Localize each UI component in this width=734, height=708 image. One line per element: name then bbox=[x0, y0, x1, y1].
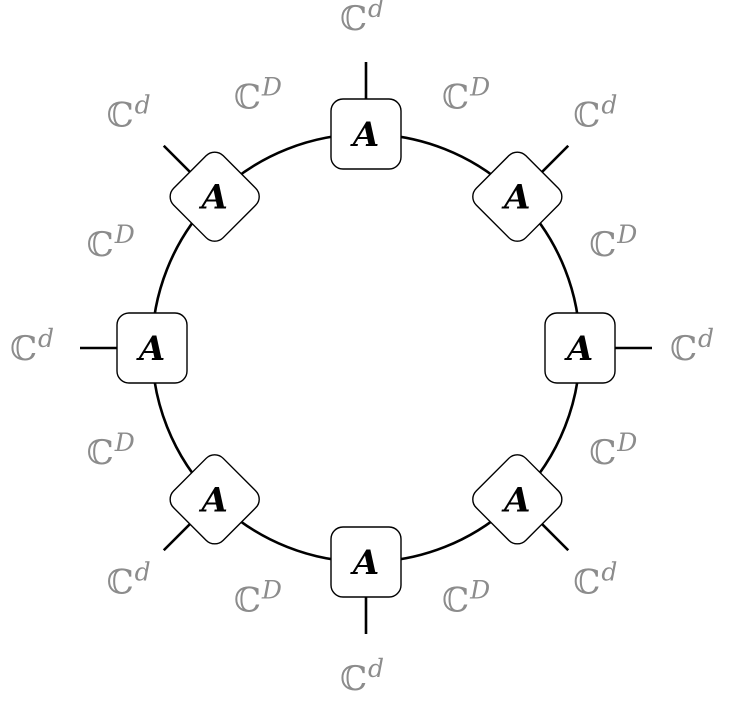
tensor-node-7: A bbox=[116, 312, 188, 384]
bond-space-label-exponent: D bbox=[616, 220, 637, 249]
tensor-node-3: A bbox=[544, 312, 616, 384]
physical-space-label-base: ℂ bbox=[573, 96, 600, 136]
physical-space-label: ℂd bbox=[573, 557, 617, 602]
physical-space-label-base: ℂ bbox=[10, 329, 37, 369]
physical-space-label: ℂd bbox=[340, 0, 384, 39]
tensor-nodes: A A A A A A A A bbox=[116, 98, 616, 598]
tensor-node-label: A bbox=[198, 178, 227, 218]
physical-space-label-base: ℂ bbox=[340, 0, 367, 39]
tensor-node-box bbox=[116, 312, 188, 384]
bond-space-label: ℂD bbox=[442, 575, 490, 620]
tensor-node-box bbox=[330, 98, 402, 170]
tensor-node-label: A bbox=[350, 543, 379, 583]
bond-space-label: ℂD bbox=[589, 428, 637, 473]
tensor-node-box bbox=[330, 526, 402, 598]
tensor-node-box bbox=[169, 454, 260, 545]
bond-space-label-base: ℂ bbox=[234, 580, 261, 620]
bond-space-label-base: ℂ bbox=[589, 433, 616, 473]
bond-space-label-base: ℂ bbox=[442, 78, 469, 118]
tensor-node-box bbox=[544, 312, 616, 384]
tensor-node-6: A bbox=[169, 454, 260, 545]
tensor-node-5: A bbox=[330, 526, 402, 598]
bond-space-label-exponent: D bbox=[114, 428, 135, 457]
physical-space-label: ℂd bbox=[107, 91, 151, 136]
bond-space-label-exponent: D bbox=[469, 73, 490, 102]
physical-space-label-exponent: d bbox=[135, 557, 151, 586]
tensor-node-label: A bbox=[564, 329, 593, 369]
tensor-node-label: A bbox=[198, 480, 227, 520]
bond-space-label-exponent: D bbox=[114, 220, 135, 249]
bond-space-label: ℂD bbox=[87, 220, 135, 265]
physical-space-label-exponent: d bbox=[38, 324, 54, 353]
physical-space-label-exponent: d bbox=[601, 91, 617, 120]
bond-space-label: ℂD bbox=[87, 428, 135, 473]
physical-space-label-exponent: d bbox=[135, 91, 151, 120]
physical-space-label-base: ℂ bbox=[670, 329, 697, 369]
physical-space-label-base: ℂ bbox=[573, 562, 600, 602]
bond-space-label-exponent: D bbox=[469, 575, 490, 604]
bond-space-label-base: ℂ bbox=[589, 225, 616, 265]
tensor-node-label: A bbox=[350, 115, 379, 155]
physical-space-label-exponent: d bbox=[698, 324, 714, 353]
tensor-node-8: A bbox=[169, 151, 260, 242]
bond-space-label-base: ℂ bbox=[87, 433, 114, 473]
bond-space-label-base: ℂ bbox=[87, 225, 114, 265]
bond-space-label-exponent: D bbox=[616, 428, 637, 457]
physical-space-label: ℂd bbox=[10, 324, 54, 369]
tensor-node-1: A bbox=[330, 98, 402, 170]
bond-space-label-base: ℂ bbox=[234, 78, 261, 118]
bond-space-label-exponent: D bbox=[261, 73, 282, 102]
physical-space-label-base: ℂ bbox=[107, 96, 134, 136]
tensor-node-label: A bbox=[136, 329, 165, 369]
physical-space-label-exponent: d bbox=[601, 557, 617, 586]
physical-space-label: ℂd bbox=[670, 324, 714, 369]
tensor-node-box bbox=[472, 151, 563, 242]
bond-space-label: ℂD bbox=[234, 575, 282, 620]
bond-space-label-exponent: D bbox=[261, 575, 282, 604]
tensor-node-label: A bbox=[501, 480, 530, 520]
tensor-node-box bbox=[472, 454, 563, 545]
tensor-node-box bbox=[169, 151, 260, 242]
physical-space-label: ℂd bbox=[107, 557, 151, 602]
bond-space-label: ℂD bbox=[234, 73, 282, 118]
physical-space-label-base: ℂ bbox=[340, 659, 367, 699]
physical-space-label-base: ℂ bbox=[107, 562, 134, 602]
bond-space-label: ℂD bbox=[589, 220, 637, 265]
physical-space-label: ℂd bbox=[573, 91, 617, 136]
bond-space-label-base: ℂ bbox=[442, 580, 469, 620]
tensor-node-label: A bbox=[501, 178, 530, 218]
physical-space-label-exponent: d bbox=[368, 654, 384, 683]
bond-space-label: ℂD bbox=[442, 73, 490, 118]
physical-space-label-exponent: d bbox=[368, 0, 384, 23]
tensor-node-4: A bbox=[472, 454, 563, 545]
tensor-node-2: A bbox=[472, 151, 563, 242]
physical-space-label: ℂd bbox=[340, 654, 384, 699]
